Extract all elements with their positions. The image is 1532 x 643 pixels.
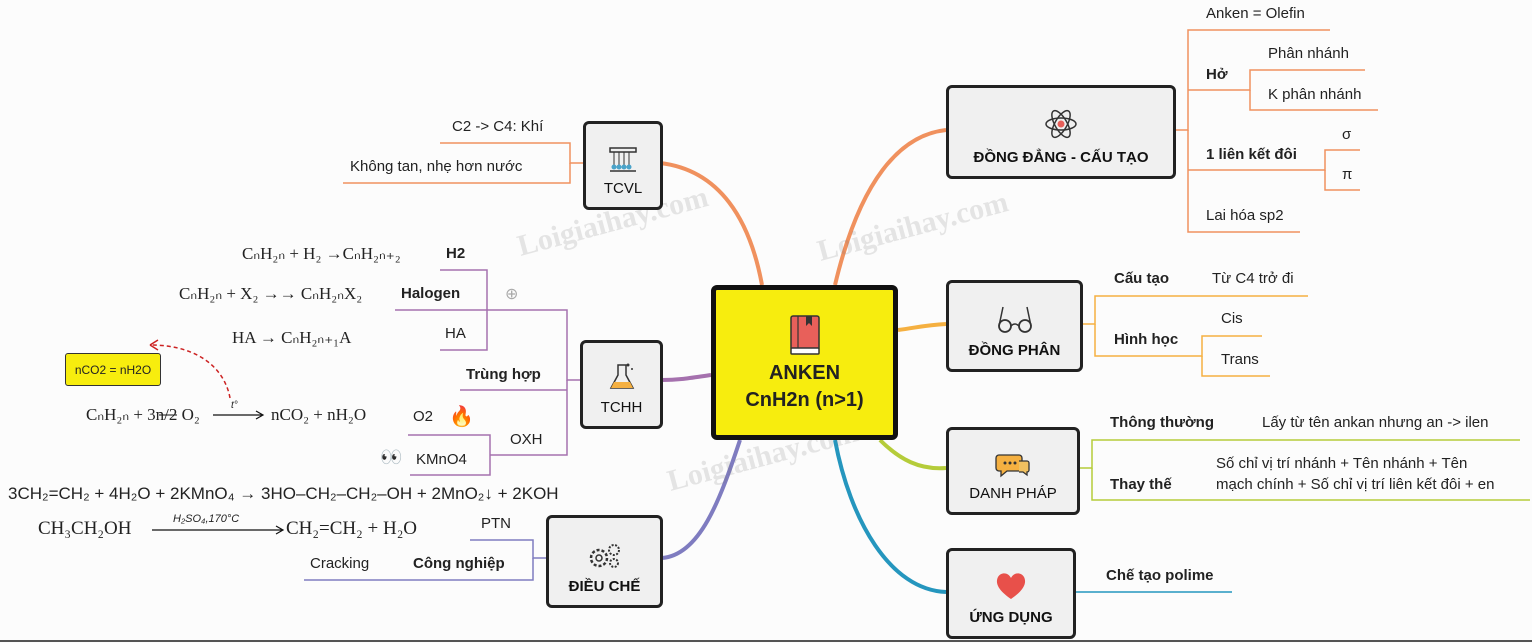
- dong-dang-k-phan-nhanh: K phân nhánh: [1268, 86, 1362, 103]
- gears-icon: [589, 544, 620, 568]
- eyes-icon: 👀: [380, 447, 403, 467]
- pendulum-icon: [609, 147, 637, 172]
- chat-bubbles-icon: [995, 454, 1030, 478]
- node-label: ĐỒNG PHÂN: [968, 342, 1061, 359]
- tchh-ha-label: HA: [445, 325, 466, 342]
- danh-phap-thong-thuong-desc: Lấy từ tên ankan nhưng an -> ilen: [1262, 414, 1489, 431]
- ung-dung-item: Chế tạo polime: [1106, 567, 1214, 584]
- plus-circle-icon[interactable]: ⊕: [505, 286, 519, 303]
- node-tcvl[interactable]: TCVL: [583, 121, 663, 210]
- atom-icon: [1045, 109, 1077, 139]
- node-label: DANH PHÁP: [969, 485, 1057, 502]
- node-label: TCHH: [600, 399, 643, 416]
- equation-halogen: CₙH₂ₙ + X₂ →→ CₙH₂ₙX₂: [179, 284, 363, 303]
- dong-phan-trans: Trans: [1221, 351, 1259, 368]
- tchh-h2-label: H2: [446, 245, 466, 262]
- danh-phap-thong-thuong: Thông thường: [1110, 414, 1214, 431]
- equation-o2-lhs: CₙH₂ₙ + 3n/2 O₂: [86, 405, 200, 424]
- glasses-icon: [997, 306, 1032, 333]
- equation-o2-condition: t°: [231, 400, 238, 411]
- dong-dang-anken-olefin: Anken = Olefin: [1206, 5, 1305, 22]
- book-icon: [789, 314, 820, 355]
- dong-phan-cis: Cis: [1221, 310, 1243, 327]
- tchh-halogen-label: Halogen: [401, 285, 461, 302]
- dong-dang-ho: Hở: [1206, 66, 1228, 83]
- tchh-o2-label: O2: [413, 408, 434, 425]
- center-node[interactable]: ANKEN CnH2n (n>1): [711, 285, 898, 440]
- heart-icon: [996, 573, 1026, 599]
- dong-dang-phan-nhanh: Phân nhánh: [1268, 45, 1349, 62]
- dong-dang-pi: π: [1342, 166, 1353, 183]
- dieu-che-cracking-label: Cracking: [310, 555, 370, 572]
- dong-phan-tu-c4: Từ C4 trở đi: [1212, 270, 1294, 287]
- equation-kmno4: 3CH₂=CH₂ + 4H₂O + 2KMnO₄ → 3HO–CH₂–CH₂–O…: [8, 484, 559, 503]
- dieu-che-cong-nghiep-label: Công nghiệp: [413, 555, 505, 572]
- dong-dang-lien-ket-doi: 1 liên kết đôi: [1206, 146, 1297, 163]
- dieu-che-ptn-label: PTN: [481, 515, 511, 532]
- danh-phap-thay-the-desc-1: Số chỉ vị trí nhánh + Tên nhánh + Tên: [1216, 455, 1468, 472]
- node-dong-dang-cau-tao[interactable]: ĐỒNG ĐẲNG - CẤU TẠO: [946, 85, 1176, 179]
- tcvl-item-insoluble: Không tan, nhẹ hơn nước: [350, 158, 523, 175]
- equation-ethanol-condition: H₂SO₄,170°C: [173, 513, 240, 525]
- tchh-trung-hop-label: Trùng hợp: [466, 366, 541, 383]
- node-dong-phan[interactable]: ĐỒNG PHÂN: [946, 280, 1083, 372]
- equation-ha: HA → CₙH₂ₙ₊₁A: [232, 328, 352, 347]
- tchh-oxh-label: OXH: [510, 431, 543, 448]
- node-label: TCVL: [603, 180, 643, 197]
- dong-dang-sigma: σ: [1342, 126, 1352, 143]
- equation-ethanol-lhs: CH₃CH₂OH: [38, 518, 132, 539]
- center-title: ANKEN: [768, 361, 841, 384]
- node-ung-dung[interactable]: ỨNG DỤNG: [946, 548, 1076, 639]
- center-formula: CnH2n (n>1): [745, 388, 864, 411]
- node-label: ĐIỀU CHẾ: [568, 578, 641, 595]
- dong-dang-lai-hoa: Lai hóa sp2: [1206, 207, 1284, 224]
- equation-ethanol-rhs: CH₂=CH₂ + H₂O: [286, 518, 418, 539]
- dong-phan-cau-tao: Cấu tạo: [1114, 270, 1170, 287]
- flask-icon: [609, 363, 634, 389]
- equation-h2: CₙH₂ₙ + H₂ →CₙH₂ₙ₊₂: [242, 244, 401, 263]
- node-label: ỨNG DỤNG: [969, 609, 1053, 626]
- fire-icon: 🔥: [449, 406, 474, 428]
- node-dieu-che[interactable]: ĐIỀU CHẾ: [546, 515, 663, 608]
- dong-phan-hinh-hoc: Hình học: [1114, 331, 1179, 348]
- danh-phap-thay-the-desc-2: mạch chính + Số chỉ vị trí liên kết đôi …: [1216, 476, 1495, 493]
- node-danh-phap[interactable]: DANH PHÁP: [946, 427, 1080, 515]
- tchh-kmno4-label: KMnO4: [416, 451, 467, 468]
- tcvl-item-gas: C2 -> C4: Khí: [452, 118, 544, 135]
- danh-phap-thay-the: Thay thế: [1110, 476, 1172, 493]
- node-tchh[interactable]: TCHH: [580, 340, 663, 429]
- equation-o2-rhs: nCO₂ + nH₂O: [271, 405, 367, 424]
- node-label: ĐỒNG ĐẲNG - CẤU TẠO: [973, 149, 1149, 166]
- note-co2-h2o: nCO2 = nH2O: [65, 353, 161, 386]
